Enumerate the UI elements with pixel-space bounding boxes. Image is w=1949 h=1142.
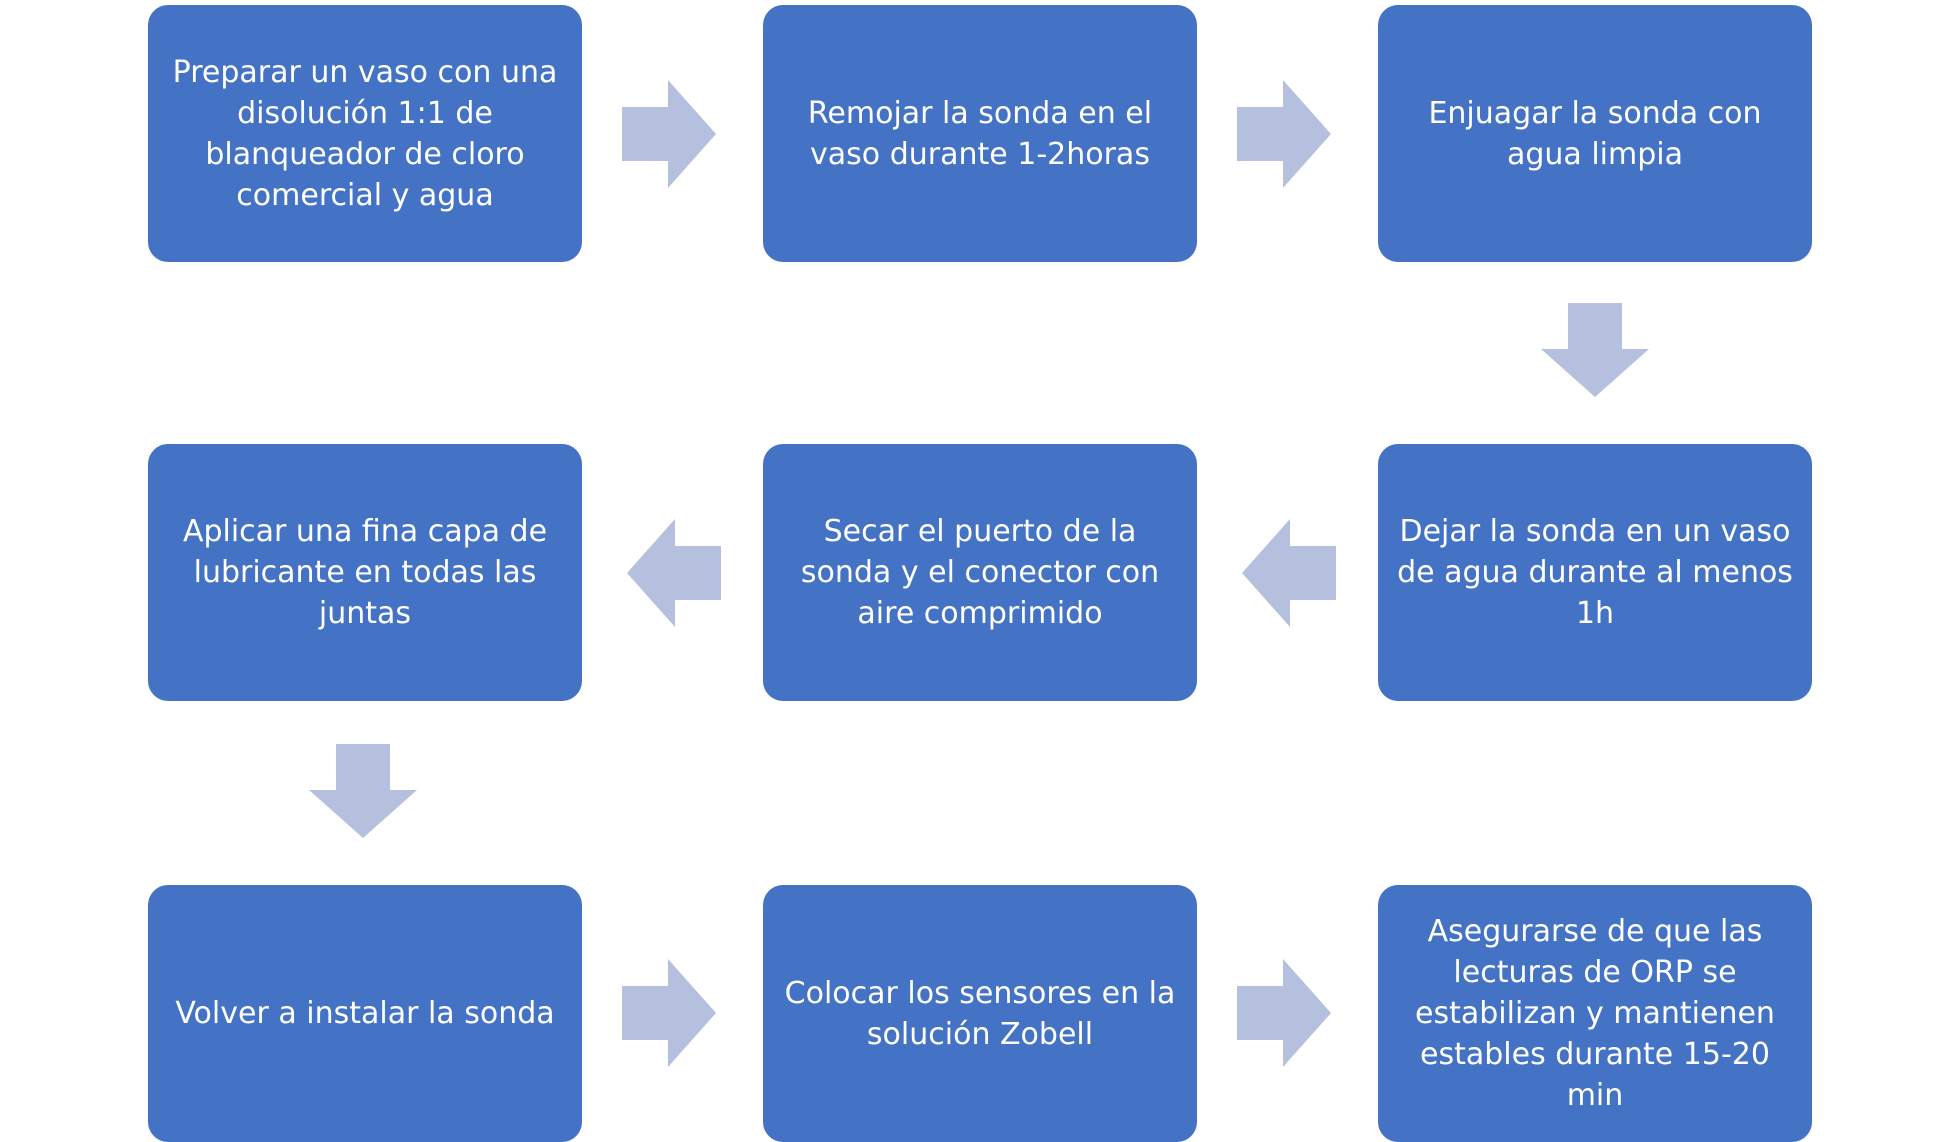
arrow-down-icon-2 <box>309 744 417 838</box>
step-text-1: Preparar un vaso con una disolución 1:1 … <box>172 54 558 213</box>
step-box-6: Aplicar una fina capa de lubricante en t… <box>148 444 582 701</box>
arrow-down-icon-1 <box>1541 303 1649 397</box>
arrow-right-icon-3 <box>622 959 716 1067</box>
step-text-2: Remojar la sonda en el vaso durante 1-2h… <box>807 95 1153 172</box>
arrow-left-icon-2 <box>1242 519 1336 627</box>
step-box-1: Preparar un vaso con una disolución 1:1 … <box>148 5 582 262</box>
step-box-7: Volver a instalar la sonda <box>148 885 582 1142</box>
step-text-4: Dejar la sonda en un vaso de agua durant… <box>1397 514 1793 631</box>
step-text-5: Secar el puerto de la sonda y el conecto… <box>800 514 1160 631</box>
step-text-6: Aplicar una fina capa de lubricante en t… <box>182 514 548 631</box>
step-box-9: Asegurarse de que las lecturas de ORP se… <box>1378 885 1812 1142</box>
step-box-2: Remojar la sonda en el vaso durante 1-2h… <box>763 5 1197 262</box>
arrow-right-icon-2 <box>1237 80 1331 188</box>
step-box-3: Enjuagar la sonda con agua limpia <box>1378 5 1812 262</box>
step-box-5: Secar el puerto de la sonda y el conecto… <box>763 444 1197 701</box>
arrow-right-icon-4 <box>1237 959 1331 1067</box>
step-text-9: Asegurarse de que las lecturas de ORP se… <box>1415 914 1775 1113</box>
step-text-7: Volver a instalar la sonda <box>175 996 555 1031</box>
arrow-left-icon-1 <box>627 519 721 627</box>
arrow-right-icon-1 <box>622 80 716 188</box>
step-text-8: Colocar los sensores en la solución Zobe… <box>784 975 1176 1052</box>
step-box-4: Dejar la sonda en un vaso de agua durant… <box>1378 444 1812 701</box>
step-text-3: Enjuagar la sonda con agua limpia <box>1428 95 1762 172</box>
step-box-8: Colocar los sensores en la solución Zobe… <box>763 885 1197 1142</box>
